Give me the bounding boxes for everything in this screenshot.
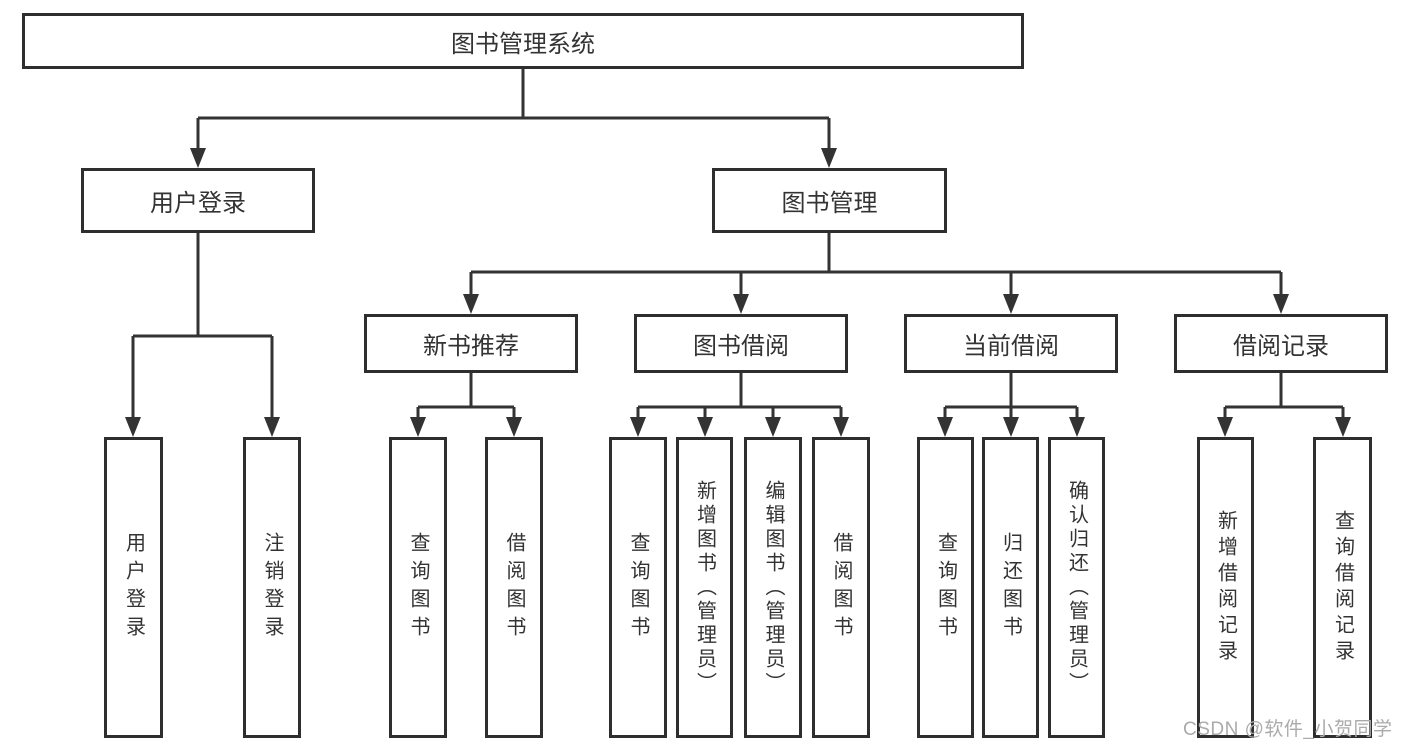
node-user-login: 用户登录 bbox=[81, 168, 315, 233]
node-borrowing-records: 借阅记录 bbox=[1174, 314, 1388, 373]
leaf-add-borrow-record: 新增借阅记录 bbox=[1197, 437, 1254, 738]
watermark: CSDN @软件_小贺同学 bbox=[1183, 719, 1393, 740]
leaf-borrow-books-2: 借阅图书 bbox=[812, 437, 870, 738]
leaf-edit-book-admin: 编辑图书（管理员） bbox=[744, 437, 802, 738]
leaf-query-borrow-record: 查询借阅记录 bbox=[1313, 437, 1372, 738]
node-current-borrowing: 当前借阅 bbox=[904, 314, 1118, 373]
node-new-book-recommendation: 新书推荐 bbox=[364, 314, 578, 373]
node-book-borrowing: 图书借阅 bbox=[634, 314, 848, 373]
leaf-user-login: 用户登录 bbox=[104, 437, 163, 738]
leaf-query-books-1: 查询图书 bbox=[389, 437, 447, 738]
leaf-return-book: 归还图书 bbox=[982, 437, 1039, 738]
leaf-add-book-admin: 新增图书（管理员） bbox=[676, 437, 733, 738]
node-book-management: 图书管理 bbox=[712, 168, 947, 233]
arrowheads bbox=[125, 148, 1351, 437]
leaf-query-books-2: 查询图书 bbox=[609, 437, 667, 738]
leaf-confirm-return-admin: 确认归还（管理员） bbox=[1048, 437, 1105, 738]
leaf-query-books-3: 查询图书 bbox=[917, 437, 974, 738]
node-library-management-system: 图书管理系统 bbox=[22, 13, 1024, 69]
leaf-borrow-books-1: 借阅图书 bbox=[485, 437, 543, 738]
leaf-logout: 注销登录 bbox=[243, 437, 301, 738]
